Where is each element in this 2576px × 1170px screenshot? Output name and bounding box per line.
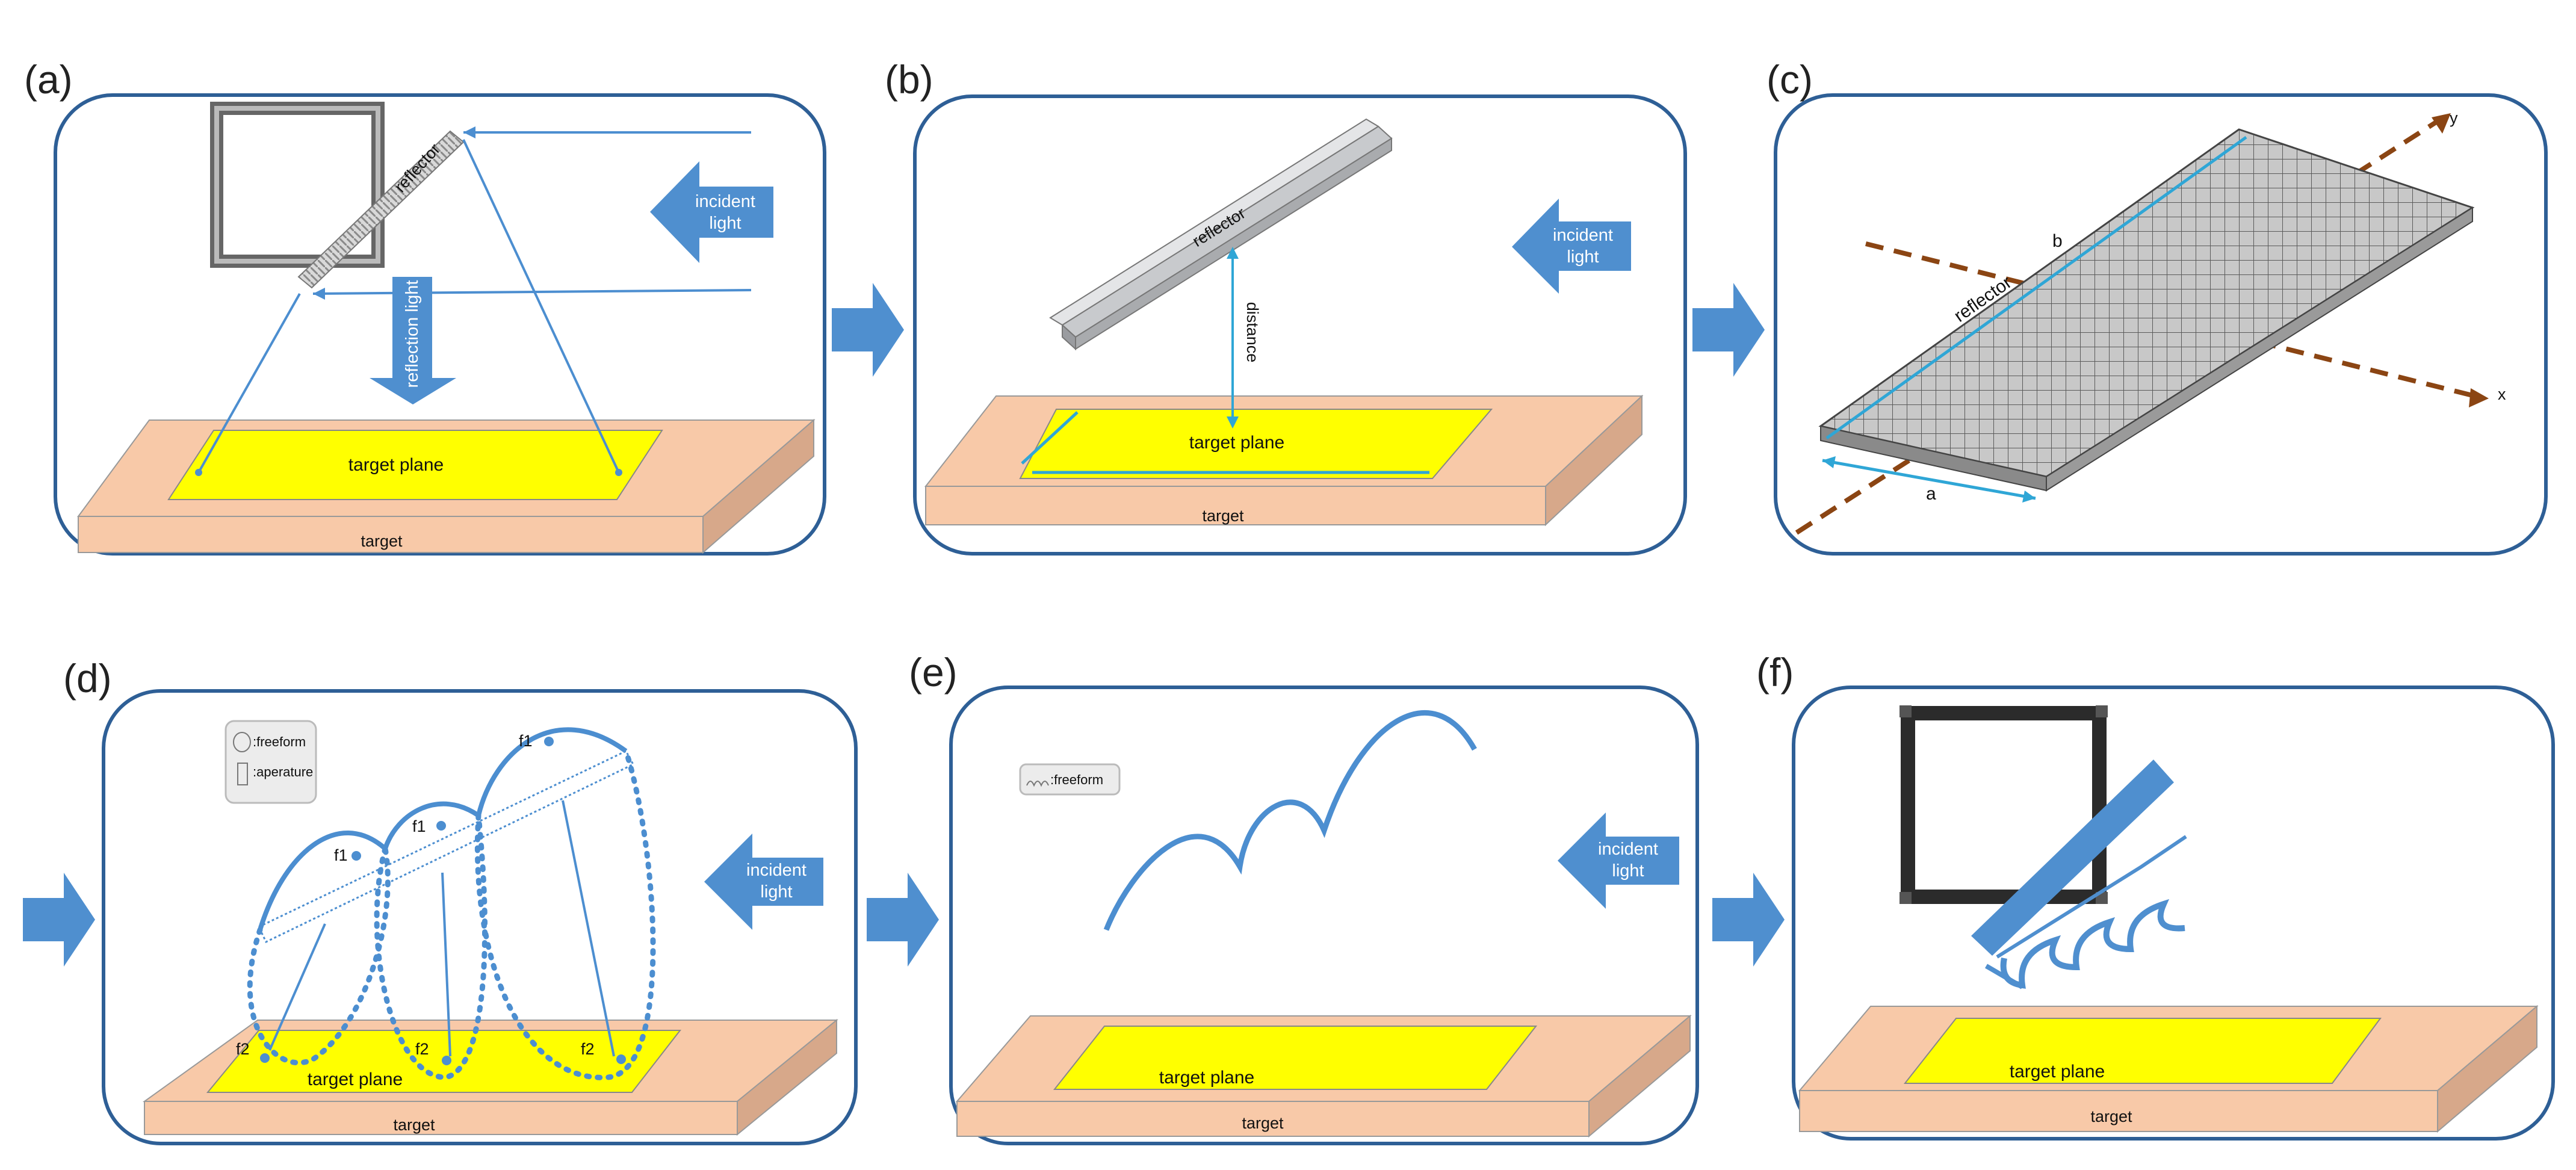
freeform-curve xyxy=(1103,710,1477,931)
incident-light-text-2: light xyxy=(760,882,792,902)
freeform-reflector xyxy=(1971,760,2187,989)
incident-light-text-1: incident xyxy=(1598,840,1658,859)
panel-label-b: (b) xyxy=(885,57,933,102)
target-slab xyxy=(1798,1004,2539,1133)
reflection-light-text: reflection light xyxy=(403,280,422,388)
target-plane-label: target plane xyxy=(308,1069,403,1089)
target-plane-region xyxy=(1903,1018,2382,1084)
legend-box: :freeform :aperature xyxy=(224,720,317,804)
light-rays xyxy=(197,131,752,473)
legend-aperature-label: :aperature xyxy=(253,764,313,779)
incident-light-arrow: incident light xyxy=(650,161,773,263)
target-label: target xyxy=(2090,1107,2132,1125)
panel-c-border xyxy=(1774,93,2548,556)
dimension-b-label: b xyxy=(2052,231,2063,251)
panel-label-a: (a) xyxy=(24,57,73,102)
target-slab xyxy=(77,418,816,554)
panel-d-border xyxy=(102,689,858,1145)
panel-d: (d) :freeform :aperature target plane ta… xyxy=(63,656,858,1145)
flow-arrow-d-e xyxy=(867,873,939,967)
incident-light-arrow: incident light xyxy=(704,834,823,930)
target-plane-label: target plane xyxy=(1159,1068,1254,1088)
panel-label-f: (f) xyxy=(1756,650,1794,695)
panel-f: (f) target plane target xyxy=(1756,650,2555,1141)
axis-x-label: x xyxy=(2498,385,2506,403)
panel-a: (a) target plane target reflector xyxy=(24,57,826,556)
dimension-a-label: a xyxy=(1926,484,1936,504)
reflection-light-arrow: reflection light xyxy=(370,277,456,404)
focus-f1-label: f1 xyxy=(519,732,533,750)
reflector-mesh xyxy=(1818,128,2475,492)
focus-rays xyxy=(268,800,615,1057)
distance-label: distance xyxy=(1243,302,1262,363)
target-plane-label: target plane xyxy=(2010,1062,2105,1082)
aperture-strip xyxy=(257,750,635,944)
target-plane-region xyxy=(1053,1026,1538,1090)
incident-light-text-2: light xyxy=(1612,861,1644,881)
panel-label-c: (c) xyxy=(1766,57,1813,102)
target-slab xyxy=(924,394,1644,527)
focus-f1-label: f1 xyxy=(412,817,426,835)
target-label: target xyxy=(361,532,403,550)
frame-icon xyxy=(1899,705,2108,904)
flow-arrow-e-f xyxy=(1712,873,1785,967)
focus-f1-label: f1 xyxy=(334,846,348,864)
panel-e: (e) :freeform target plane target incide… xyxy=(909,650,1699,1145)
incident-light-text-1: incident xyxy=(1553,226,1613,245)
reflector-bar xyxy=(297,130,465,289)
panel-e-border xyxy=(949,686,1699,1145)
flow-arrow-a-b xyxy=(832,283,904,377)
incident-light-text-2: light xyxy=(709,214,741,233)
reflector-bar xyxy=(1049,118,1393,351)
target-label: target xyxy=(1242,1114,1284,1132)
target-plane-label: target plane xyxy=(348,455,444,475)
focus-points xyxy=(260,737,626,1065)
legend-box: :freeform xyxy=(1019,763,1121,796)
panel-b-border xyxy=(913,94,1687,556)
incident-light-text-2: light xyxy=(1567,247,1599,267)
panel-label-d: (d) xyxy=(63,656,112,701)
target-plane-label: target plane xyxy=(1189,433,1284,453)
dotted-ellipses xyxy=(247,748,656,1080)
flow-arrow-c-d xyxy=(23,873,95,967)
target-slab xyxy=(955,1014,1692,1138)
focus-f2-label: f2 xyxy=(415,1040,429,1058)
flow-arrow-b-c xyxy=(1692,283,1765,377)
dimension-b-line xyxy=(1825,135,2247,440)
target-label: target xyxy=(393,1116,435,1134)
axis-y-label: y xyxy=(2450,109,2458,127)
dimension-a-line xyxy=(1822,459,2036,500)
freeform-surface xyxy=(258,727,628,931)
target-slab xyxy=(142,1018,838,1136)
target-label: target xyxy=(1202,507,1244,525)
legend-freeform-label: :freeform xyxy=(1050,772,1103,787)
incident-light-arrow: incident light xyxy=(1512,199,1631,294)
panel-f-border xyxy=(1792,686,2555,1141)
panel-label-e: (e) xyxy=(909,650,958,695)
focus-f2-label: f2 xyxy=(236,1040,250,1058)
incident-light-text-1: incident xyxy=(746,861,807,880)
incident-light-text-1: incident xyxy=(695,192,755,211)
target-plane-region xyxy=(167,430,663,500)
frame-icon xyxy=(210,102,385,268)
dimension-arrows xyxy=(1021,411,1429,474)
focus-f2-label: f2 xyxy=(581,1040,595,1058)
legend-freeform-label: :freeform xyxy=(253,734,306,749)
panel-c: (c) x y b reflector a xyxy=(1766,57,2548,556)
incident-light-arrow: incident light xyxy=(1558,812,1679,909)
panel-a-border xyxy=(54,93,826,556)
panel-b: (b) target plane target reflector distan… xyxy=(885,57,1687,556)
